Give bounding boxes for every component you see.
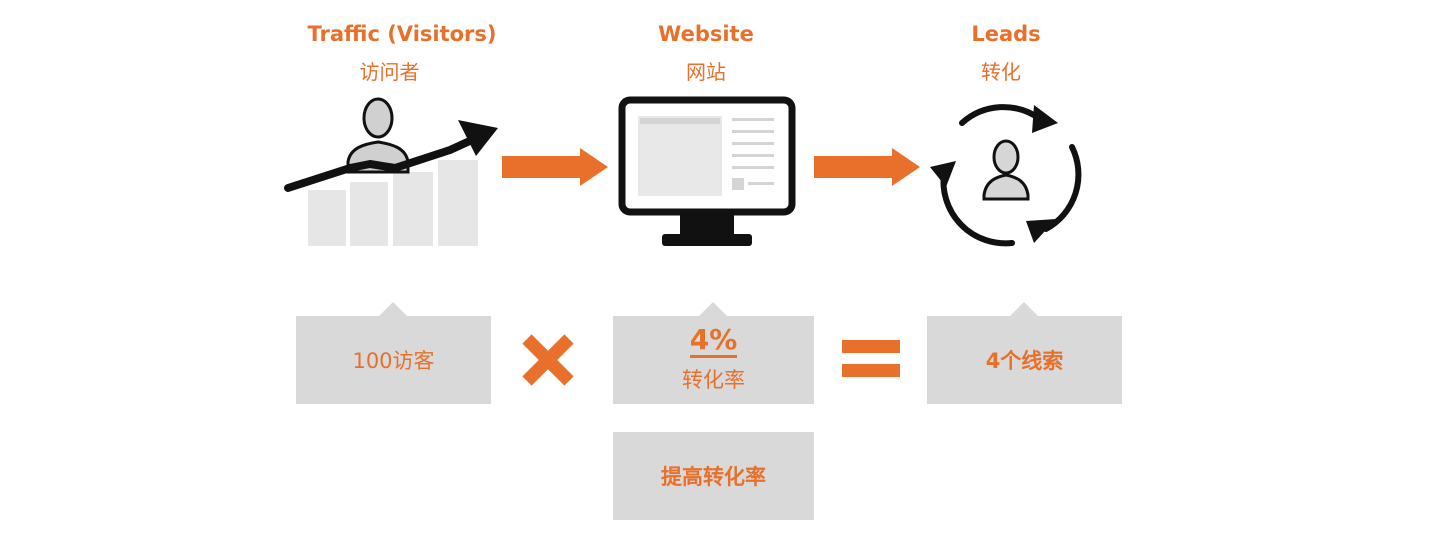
box-pointer [379, 302, 407, 316]
equals-icon [842, 340, 900, 378]
leads-subtitle: 转化 [981, 60, 1021, 84]
conversion-rate-value: 4% [689, 323, 738, 358]
visitors-count: 100访客 [352, 349, 435, 373]
leads-count: 4个线索 [985, 349, 1064, 373]
multiply-icon [522, 334, 574, 386]
visitors-chart-icon [284, 97, 498, 246]
improve-conversion-box: 提高转化率 [613, 432, 814, 520]
improve-conversion-label: 提高转化率 [661, 465, 766, 489]
box-pointer [1010, 302, 1038, 316]
box-pointer [699, 302, 727, 316]
visitors-box: 100访客 [296, 316, 491, 404]
conversion-rate-box: 4% 转化率 [613, 316, 814, 404]
monitor-icon [618, 96, 796, 246]
traffic-subtitle: 访问者 [359, 60, 420, 84]
leads-box: 4个线索 [927, 316, 1122, 404]
website-title: Website [658, 22, 754, 46]
leads-title: Leads [971, 22, 1041, 46]
website-subtitle: 网站 [686, 60, 726, 84]
traffic-title: Traffic (Visitors) [307, 22, 497, 46]
flow-arrow-icon [814, 148, 920, 186]
flow-arrow-icon [502, 148, 608, 186]
conversion-rate-label: 转化率 [682, 368, 745, 392]
cycle-user-icon [930, 104, 1082, 247]
